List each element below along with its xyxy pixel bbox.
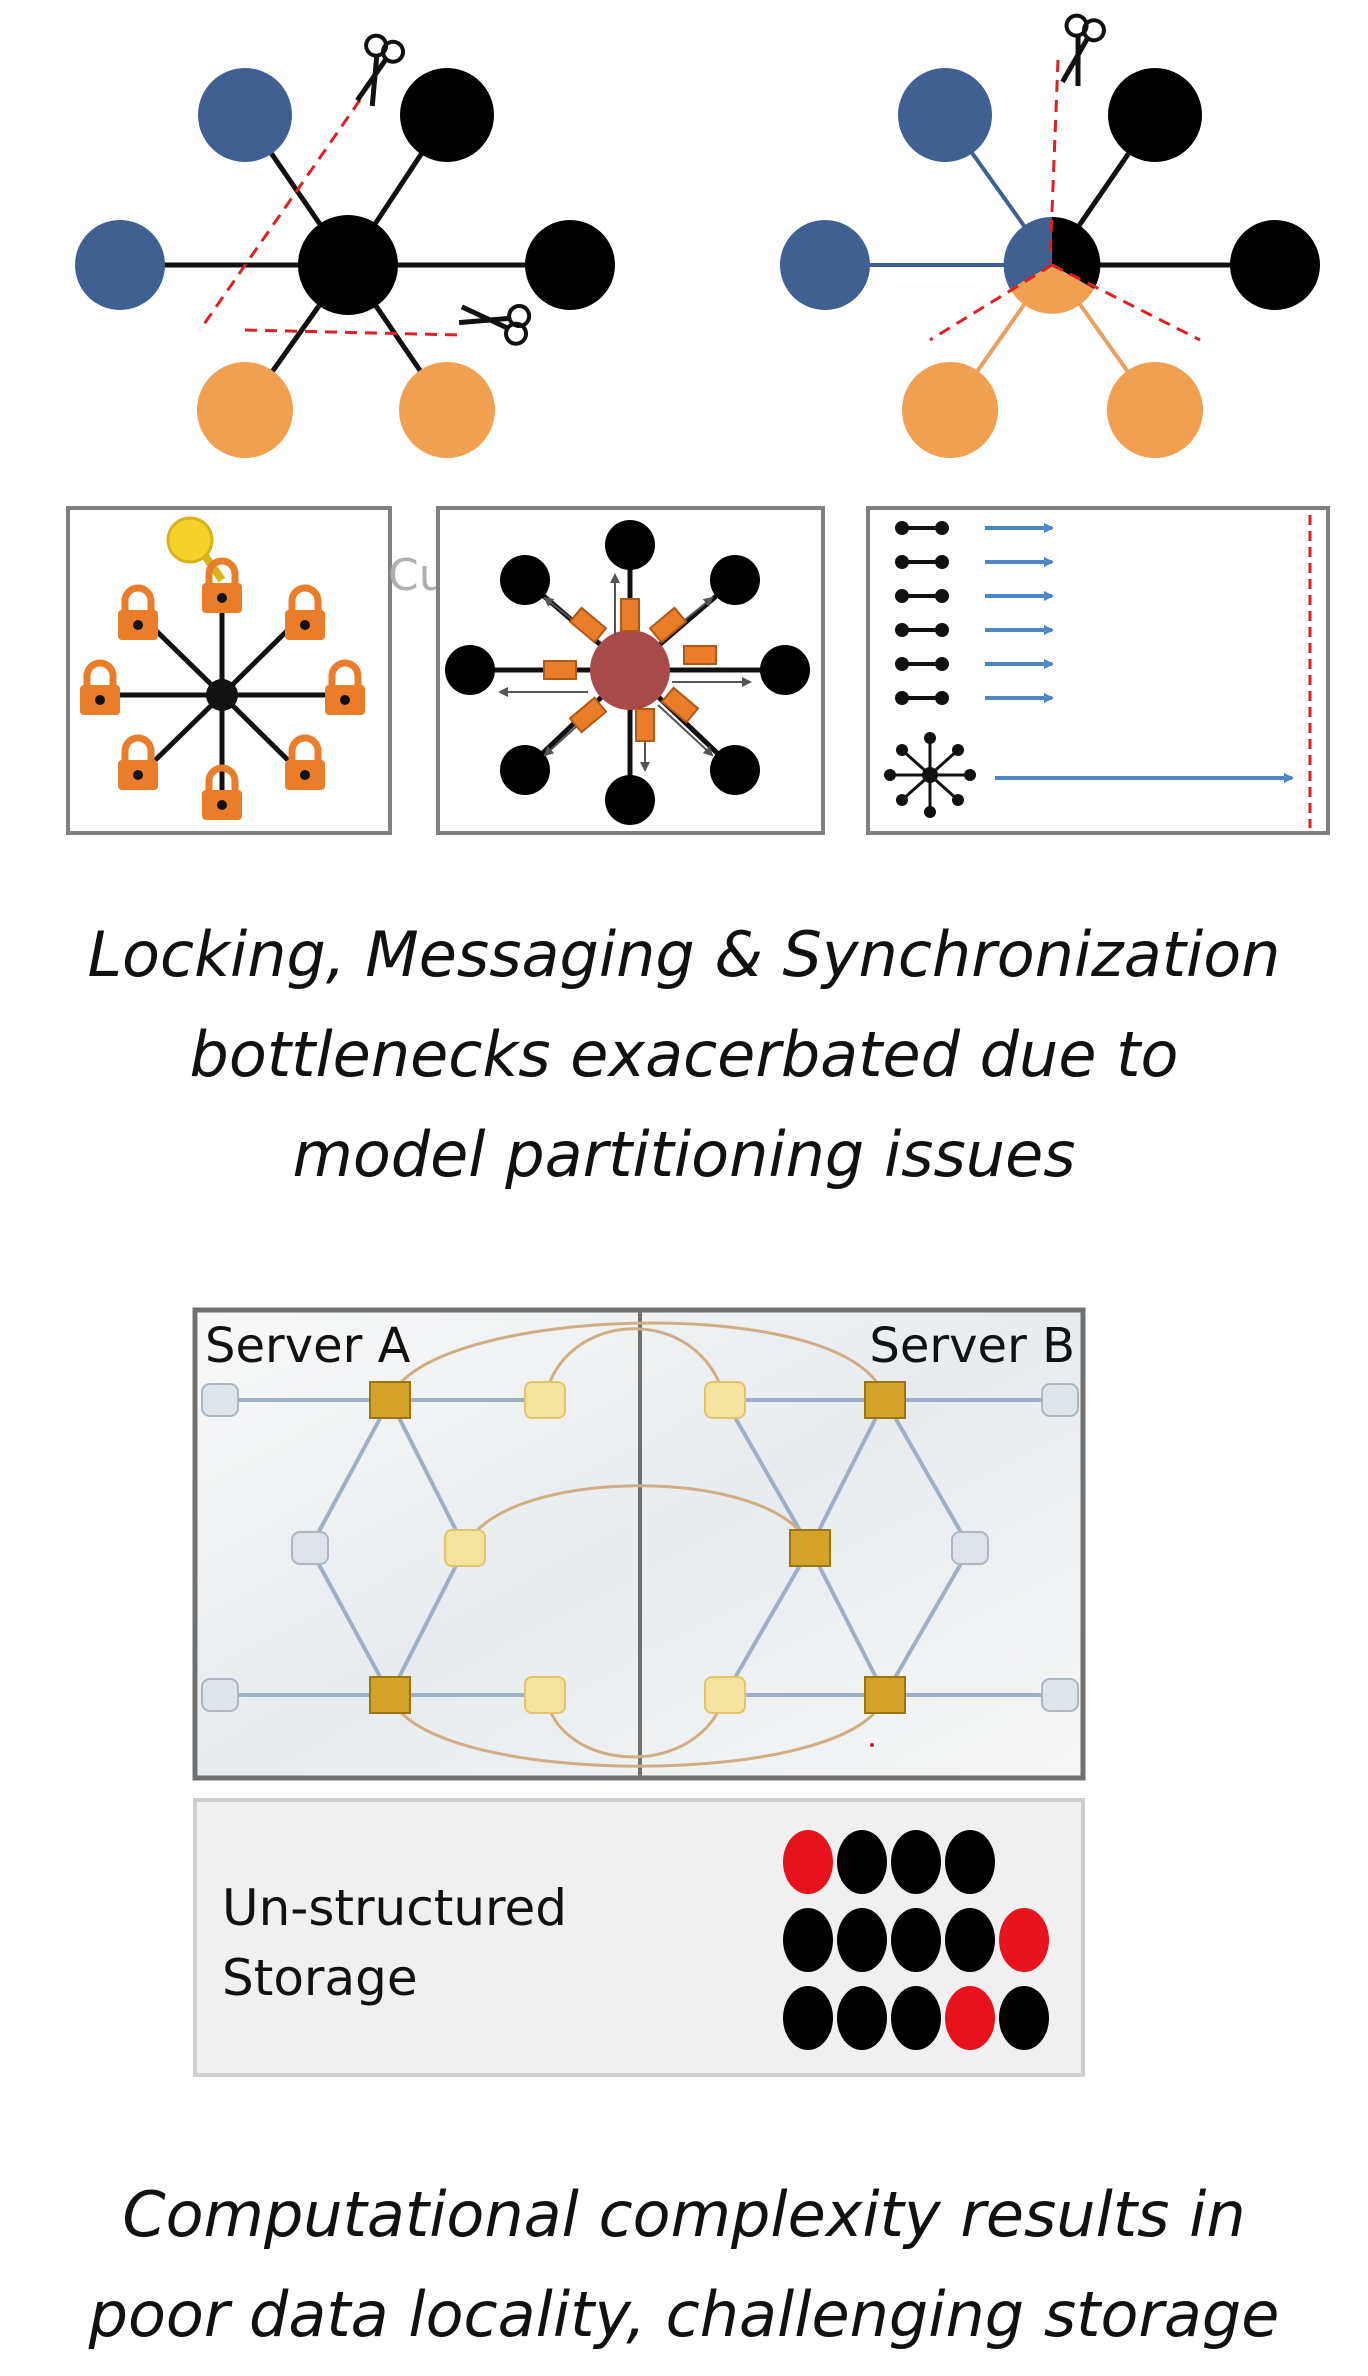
server-a-label: Server A — [205, 1318, 411, 1374]
message-icon — [683, 645, 717, 665]
graph-vertex-cut — [780, 13, 1320, 458]
storage-label-line2: Storage — [222, 1949, 418, 2007]
caption-bottlenecks: Locking, Messaging & Synchronization bot… — [0, 905, 1368, 1205]
storage-label-line1: Un-structured — [222, 1879, 567, 1937]
server-b-label: Server B — [869, 1318, 1075, 1374]
caption-complexity-line1: Computational complexity results in — [122, 2178, 1246, 2251]
server-graph-panel: Server A Server B — [192, 1307, 1086, 1781]
message-icon — [543, 660, 577, 680]
caption-complexity-line2: poor data locality, challenging storage — [88, 2278, 1280, 2351]
locking-panel: Cu — [66, 506, 447, 835]
caption-complexity: Computational complexity results in poor… — [0, 2165, 1368, 2365]
message-icon — [620, 598, 640, 632]
scissors-icon — [347, 33, 406, 110]
messaging-panel — [436, 506, 825, 835]
synchronization-panel — [866, 506, 1330, 835]
scissors-icon — [1052, 13, 1106, 89]
graph-edge-cut — [75, 33, 615, 458]
scissors-icon — [457, 296, 531, 345]
message-icon — [635, 708, 655, 742]
caption-bottlenecks-line1: Locking, Messaging & Synchronization — [87, 918, 1281, 991]
caption-bottlenecks-line2: bottlenecks exacerbated due to — [189, 1018, 1179, 1091]
storage-panel: Un-structured Storage — [193, 1798, 1085, 2077]
caption-bottlenecks-line3: model partitioning issues — [292, 1118, 1076, 1191]
